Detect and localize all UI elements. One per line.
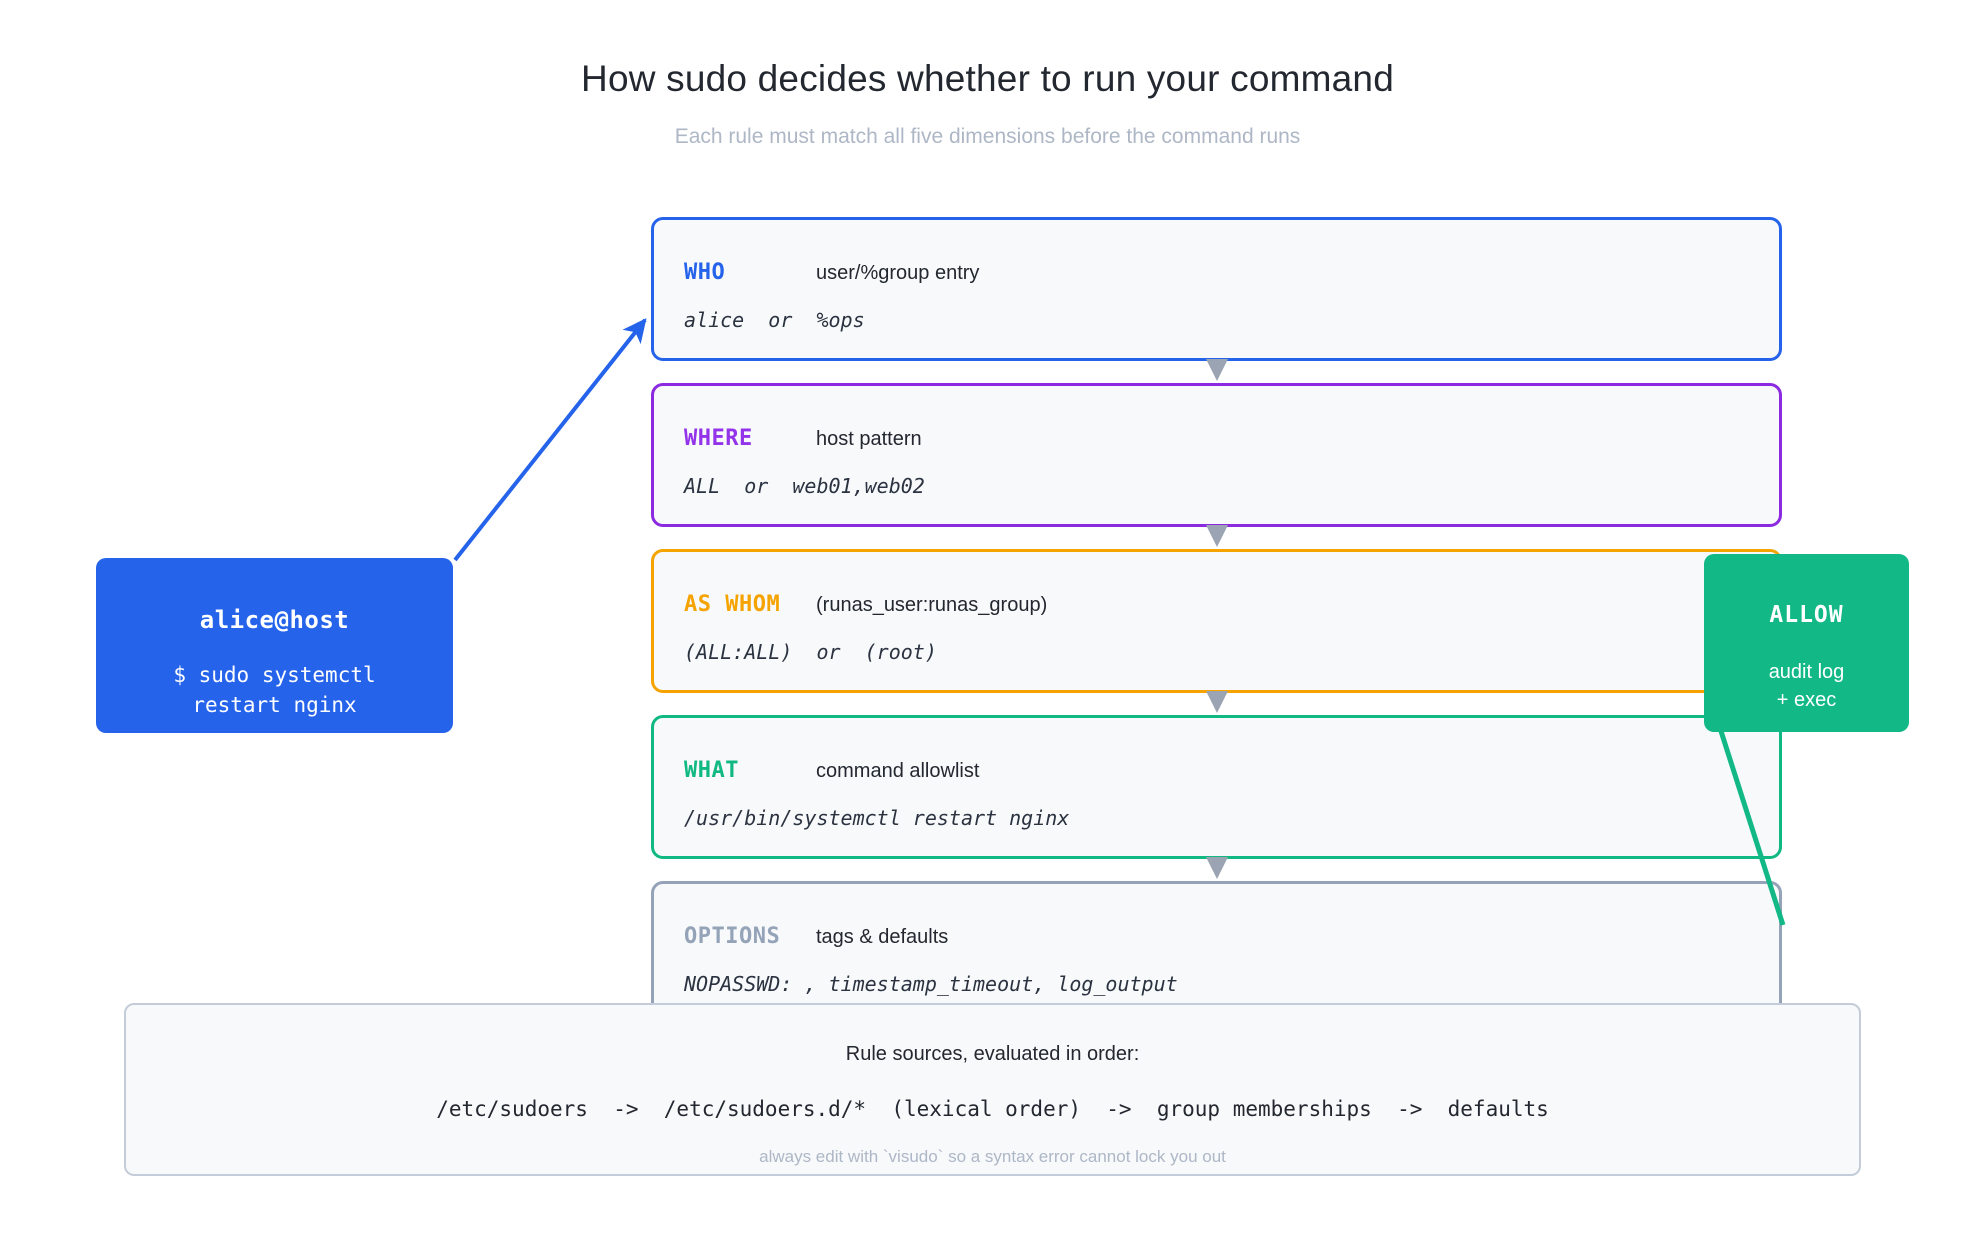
dimension-box-where[interactable]: WHERE host pattern ALL or web01,web02 xyxy=(651,383,1782,547)
page-subtitle: Each rule must match all five dimensions… xyxy=(674,125,1301,148)
dimension-example-options: NOPASSWD: , timestamp_timeout, log_outpu… xyxy=(684,972,1178,996)
rule-sources-note: always edit with `visudo` so a syntax er… xyxy=(759,1147,1226,1166)
dimension-key-options: OPTIONS xyxy=(684,924,781,949)
dimension-description-as-whom: (runas_user:runas_group) xyxy=(816,594,1048,616)
result-detail: audit log + exec xyxy=(1768,661,1845,711)
dimension-header-where: WHERE host pattern xyxy=(684,426,922,451)
actor-box-alice-host[interactable]: alice@host $ sudo systemctl restart ngin… xyxy=(96,558,453,733)
rule-sources-chain: /etc/sudoers -> /etc/sudoers.d/* (lexica… xyxy=(436,1097,1549,1121)
dimension-example-where: ALL or web01,web02 xyxy=(684,474,925,498)
down-arrow-icon-who-to-where xyxy=(1205,359,1228,381)
page-title: How sudo decides whether to run your com… xyxy=(581,58,1394,99)
dimension-example-what: /usr/bin/systemctl restart nginx xyxy=(684,806,1070,830)
dimension-key-who: WHO xyxy=(684,260,726,285)
rule-sources-heading: Rule sources, evaluated in order: xyxy=(845,1043,1140,1065)
dimension-header-what: WHAT command allowlist xyxy=(684,758,979,783)
dimension-box-options[interactable]: OPTIONS tags & defaults NOPASSWD: , time… xyxy=(651,881,1782,1025)
down-arrow-icon-aswhom-to-what xyxy=(1205,691,1228,713)
dimension-header-options: OPTIONS tags & defaults xyxy=(684,924,948,949)
result-title: ALLOW xyxy=(1769,602,1844,628)
down-arrow-icon-where-to-aswhom xyxy=(1205,525,1228,547)
dimension-example-who: alice or %ops xyxy=(684,308,865,332)
dimension-description-who: user/%group entry xyxy=(816,262,980,284)
dimension-key-what: WHAT xyxy=(684,758,739,783)
actor-title: alice@host xyxy=(199,606,350,634)
down-arrow-icon-what-to-options xyxy=(1205,857,1228,879)
actor-command: $ sudo systemctl restart nginx xyxy=(173,663,376,717)
dimension-description-options: tags & defaults xyxy=(816,926,949,948)
dimension-key-where: WHERE xyxy=(684,426,753,451)
page-header: How sudo decides whether to run your com… xyxy=(0,0,1975,149)
dimension-box-as-whom[interactable]: AS WHOM (runas_user:runas_group) (ALL:AL… xyxy=(651,549,1782,713)
dimension-key-as-whom: AS WHOM xyxy=(684,592,781,617)
dimension-description-what: command allowlist xyxy=(816,760,980,782)
dimension-box-what[interactable]: WHAT command allowlist /usr/bin/systemct… xyxy=(651,715,1782,879)
dimension-example-as-whom: (ALL:ALL) or (root) xyxy=(684,640,937,664)
result-box-allow[interactable]: ALLOW audit log + exec xyxy=(1704,554,1909,732)
dimension-header-who: WHO user/%group entry xyxy=(684,260,979,285)
rule-sources-panel: Rule sources, evaluated in order: /etc/s… xyxy=(124,1003,1861,1176)
arrow-actor-to-who xyxy=(453,318,647,562)
dimension-stack: WHO user/%group entry alice or %ops WHER… xyxy=(651,217,1782,1047)
dimension-box-who[interactable]: WHO user/%group entry alice or %ops xyxy=(651,217,1782,381)
dimension-description-where: host pattern xyxy=(816,428,922,450)
dimension-header-as-whom: AS WHOM (runas_user:runas_group) xyxy=(684,592,1047,617)
